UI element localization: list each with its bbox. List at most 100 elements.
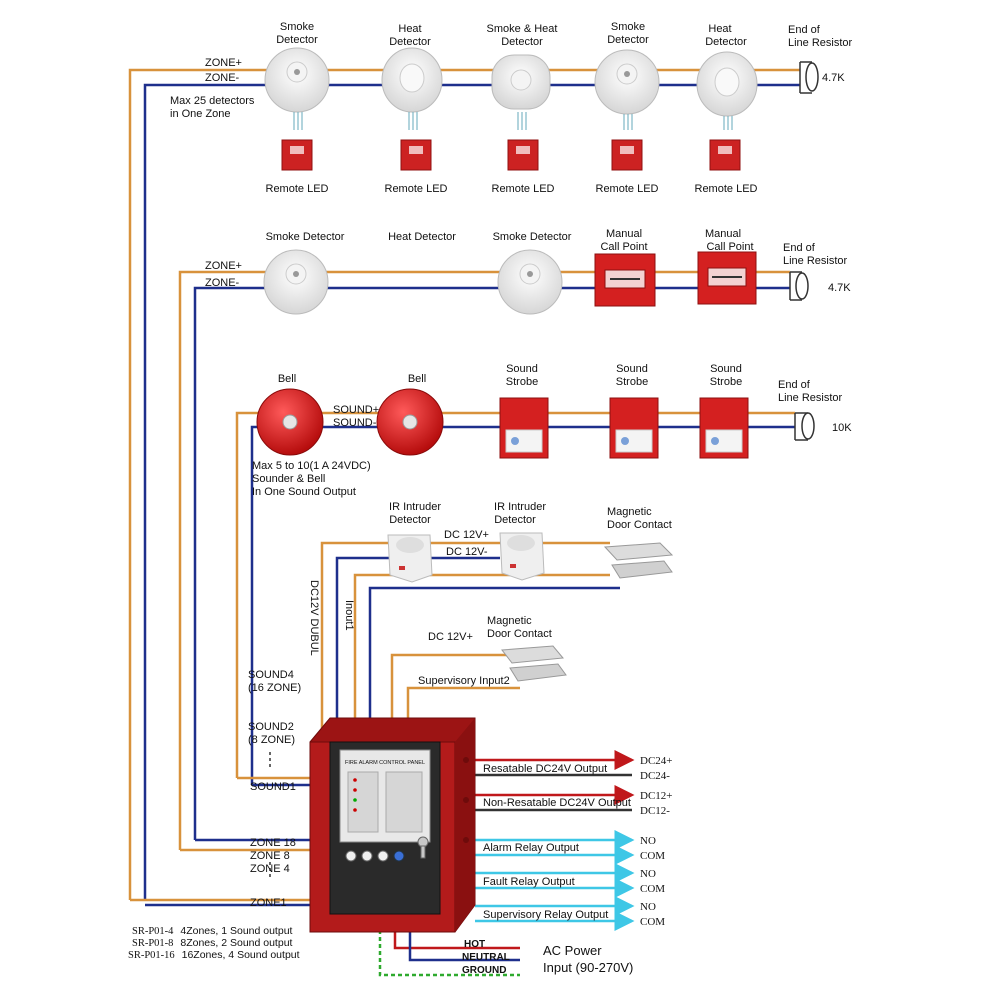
row3-device-3-title1: Sound <box>506 363 538 375</box>
resistor-icon <box>799 61 819 94</box>
manual-call-point-icon <box>697 251 757 305</box>
output-5-label: Supervisory Relay Output <box>483 909 608 921</box>
row4-dc-minus-label: DC 12V- <box>446 546 488 558</box>
row5: DC 12V+ Magnetic Door Contact Supervisor… <box>418 615 567 687</box>
row4-vertical-label-input: Inout1 <box>343 600 355 631</box>
sound-strobe-icon <box>609 397 659 459</box>
row3-eol: End of Line Resistor 10K <box>778 379 852 441</box>
row4-device-2-title2: Detector <box>494 514 536 526</box>
power-neutral-label: NEUTRAL <box>462 952 510 963</box>
smoke-detector-icon <box>264 47 330 113</box>
output-3-term2: COM <box>640 850 665 862</box>
panel-display: FIRE ALARM CONTROL PANEL <box>339 749 431 843</box>
row1-device-1-title2: Detector <box>276 34 318 46</box>
zone1-label: ZONE1 <box>250 897 287 909</box>
row5-device-title2: Door Contact <box>487 628 552 640</box>
row5-supervisory-label: Supervisory Input2 <box>418 675 510 687</box>
row3-note-line2: Sounder & Bell <box>252 473 325 485</box>
row3-note-line3: In One Sound Output <box>252 486 356 498</box>
output-1-label: Resatable DC24V Output <box>483 763 607 775</box>
row1-zone-plus-wire <box>128 68 800 900</box>
remote-led-icon <box>709 139 741 171</box>
output-2-label: Non-Resatable DC24V Output <box>483 797 631 809</box>
row1-device-2: Heat Detector Remote LED <box>381 23 448 195</box>
row3-device-3-title2: Strobe <box>506 376 538 388</box>
model-1-code: SR-P01-4 <box>132 926 174 937</box>
row2: ZONE+ ZONE- Smoke Detector Heat Detector… <box>205 228 851 315</box>
row3-device-2-title: Bell <box>408 373 426 385</box>
outputs: Resatable DC24V Output DC24+ DC24- Non-R… <box>483 755 672 928</box>
heat-detector-icon <box>381 47 443 113</box>
panel-display-text: FIRE ALARM CONTROL PANEL <box>345 760 425 766</box>
row1-note-line2: in One Zone <box>170 108 231 120</box>
model-2-code: SR-P01-8 <box>132 938 173 949</box>
row1-device-1-led-label: Remote LED <box>266 183 329 195</box>
output-4-term2: COM <box>640 883 665 895</box>
row3-sound-plus-wire <box>235 411 795 778</box>
output-5-term1: NO <box>640 901 656 913</box>
magnetic-door-contact-icon <box>501 645 567 682</box>
magnetic-door-contact-icon <box>603 542 674 579</box>
row5-device-title1: Magnetic <box>487 615 532 627</box>
resistor-icon <box>794 412 815 441</box>
model-2-desc: 8Zones, 2 Sound output <box>180 937 292 949</box>
row1-device-5-led-label: Remote LED <box>695 183 758 195</box>
row3-device-5-title1: Sound <box>710 363 742 375</box>
row2-eol: End of Line Resistor 4.7K <box>783 242 851 301</box>
row4-device-1-title2: Detector <box>389 514 431 526</box>
output-5-term2: COM <box>640 916 665 928</box>
row2-device-4-title1: Manual <box>606 228 642 240</box>
row2-device-2-title: Heat Detector <box>388 231 456 243</box>
row1-device-4-title1: Smoke <box>611 21 645 33</box>
row2-device-4-title2: Call Point <box>600 241 647 253</box>
row3-note-line1: Max 5 to 10(1 A 24VDC) <box>252 460 371 472</box>
power-title-line2: Input (90-270V) <box>543 960 633 975</box>
sound4-zone-label: (16 ZONE) <box>248 682 301 694</box>
row2-zone-minus-wire <box>193 286 790 840</box>
manual-call-point-icon <box>594 253 656 307</box>
ground-wire <box>378 930 520 977</box>
row4: IR Intruder Detector IR Intruder Detecto… <box>308 501 674 656</box>
row3-sound-minus-label: SOUND- <box>333 417 377 429</box>
panel-buttons <box>345 850 405 862</box>
row1-device-4: Smoke Detector Remote LED <box>594 21 660 195</box>
sound2-label: SOUND2 <box>248 721 294 733</box>
output-2-term1: DC12+ <box>640 790 672 802</box>
zone8-label: ZONE 8 <box>250 850 290 862</box>
output-4-term1: NO <box>640 868 656 880</box>
row1-device-3-title2: Detector <box>501 36 543 48</box>
model-3-code: SR-P01-16 <box>128 950 175 961</box>
row1-device-4-led-label: Remote LED <box>596 183 659 195</box>
remote-led-icon <box>281 139 313 171</box>
output-1-term2: DC24- <box>640 770 670 782</box>
sound-strobe-icon <box>499 397 549 459</box>
row1-device-1: Smoke Detector Remote LED <box>264 21 330 195</box>
model-3: SR-P01-16 16Zones, 4 Sound output <box>128 949 300 961</box>
row3-device-1-title: Bell <box>278 373 296 385</box>
row4-vertical-label-dc: DC12V DUBUL <box>308 580 320 656</box>
output-1-term1: DC24+ <box>640 755 672 767</box>
row2-eol-line1: End of <box>783 242 816 254</box>
row1-device-3-led-label: Remote LED <box>492 183 555 195</box>
neutral-wire <box>408 930 520 962</box>
left-labels: SOUND4 (16 ZONE) SOUND2 (8 ZONE) SOUND1 … <box>248 669 301 909</box>
remote-led-icon <box>507 139 539 171</box>
model-1-desc: 4Zones, 1 Sound output <box>180 925 292 937</box>
row3-device-4-title2: Strobe <box>616 376 648 388</box>
power-hot-label: HOT <box>464 939 485 950</box>
row4-dc-plus-label: DC 12V+ <box>444 529 489 541</box>
row2-device-5-title1: Manual <box>705 228 741 240</box>
row4-device-1-title1: IR Intruder <box>389 501 441 513</box>
heat-detector-icon <box>696 51 758 117</box>
output-4-label: Fault Relay Output <box>483 876 575 888</box>
row1-device-2-title2: Detector <box>389 36 431 48</box>
resistor-icon <box>789 271 809 301</box>
row1-device-3: Smoke & Heat Detector Remote LED <box>487 23 558 195</box>
row4-dc-minus-wire <box>335 556 500 735</box>
remote-led-icon <box>400 139 432 171</box>
sound2-zone-label: (8 ZONE) <box>248 734 295 746</box>
ir-intruder-detector-icon <box>499 532 545 581</box>
control-panel: FIRE ALARM CONTROL PANEL <box>309 717 476 933</box>
smoke-detector-icon <box>594 49 660 115</box>
